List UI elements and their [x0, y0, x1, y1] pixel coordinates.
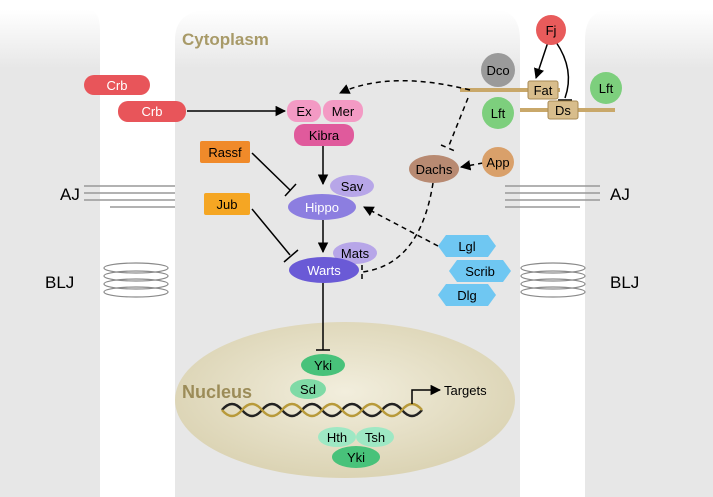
fat-rod [460, 88, 560, 92]
hippo-label: Hippo [305, 200, 339, 215]
fat-to-ex-dashed [339, 80, 471, 94]
hth-node: Hth [318, 427, 356, 447]
rassf-inhibits-hippo [251, 152, 297, 197]
rassf-label: Rassf [208, 145, 242, 160]
blj-label-left: BLJ [45, 273, 74, 292]
dna-helix [221, 402, 423, 418]
lgl-label: Lgl [458, 239, 475, 254]
targets-arrow [411, 384, 442, 404]
lgl-to-hippo-dashed [363, 206, 439, 247]
fat-label: Fat [534, 83, 553, 98]
jub-label: Jub [217, 197, 238, 212]
app-to-dachs-dashed [459, 160, 484, 171]
aj-label-right: AJ [610, 185, 630, 204]
yki-cyto-node: Yki [301, 354, 345, 376]
blj-label-right: BLJ [610, 273, 639, 292]
dco-node: Dco [481, 53, 515, 87]
blj-coils-right [520, 262, 586, 298]
yki-nuc-label: Yki [347, 450, 365, 465]
jub-node: Jub [204, 193, 250, 215]
connectors [187, 41, 572, 351]
targets-label: Targets [444, 383, 487, 398]
crb-top-label: Crb [107, 78, 128, 93]
app-node: App [482, 147, 514, 177]
aj-junction-left [84, 185, 175, 208]
scrib-label: Scrib [465, 264, 495, 279]
blj-coils-left [103, 262, 169, 298]
mer-label: Mer [332, 104, 355, 119]
mats-label: Mats [341, 246, 370, 261]
lgl-node: Lgl [438, 235, 496, 257]
right-cell [585, 10, 713, 497]
nucleus [175, 322, 515, 478]
hippo-node: Hippo [288, 194, 356, 220]
mats-node: Mats [333, 242, 377, 264]
sav-label: Sav [341, 179, 364, 194]
crb-bottom-node: Crb [118, 101, 186, 122]
aj-label-left: AJ [60, 185, 80, 204]
yki-cyto-label: Yki [314, 358, 332, 373]
lft-left-label: Lft [491, 106, 506, 121]
sav-node: Sav [330, 175, 374, 197]
dachs-node: Dachs [409, 155, 459, 183]
lft-left-node: Lft [482, 97, 514, 129]
fj-label: Fj [546, 23, 557, 38]
fat-inhibits-dachs [440, 97, 469, 152]
dachs-inhibits-warts [361, 182, 434, 279]
fat-node: Fat [527, 80, 559, 100]
fj-node: Fj [536, 15, 566, 45]
tsh-node: Tsh [356, 427, 394, 447]
protein-nodes: Crb Crb Ex Mer Kibra Rassf Jub Sav [84, 15, 622, 468]
lft-right-label: Lft [599, 81, 614, 96]
kibra-label: Kibra [309, 128, 340, 143]
crb-bottom-label: Crb [142, 104, 163, 119]
warts-inhibits-yki [316, 283, 330, 351]
sd-label: Sd [300, 382, 316, 397]
fj-inhibits-ds [555, 41, 572, 101]
mer-node: Mer [323, 100, 363, 122]
warts-label: Warts [307, 263, 341, 278]
rassf-node: Rassf [200, 141, 250, 163]
aj-junction-right [505, 185, 600, 208]
jub-inhibits-warts [251, 208, 299, 263]
ex-node: Ex [287, 100, 321, 122]
kibra-node: Kibra [294, 124, 354, 146]
app-label: App [486, 155, 509, 170]
hth-label: Hth [327, 430, 347, 445]
fj-to-fat-arrow [534, 41, 549, 79]
ds-node: Ds [547, 100, 579, 120]
cytoplasm-label: Cytoplasm [182, 30, 269, 49]
dco-label: Dco [486, 63, 509, 78]
dlg-node: Dlg [438, 284, 496, 306]
lft-right-node: Lft [590, 72, 622, 104]
warts-node: Warts [289, 257, 359, 283]
dachs-label: Dachs [416, 162, 453, 177]
left-cell [0, 10, 100, 497]
nucleus-label: Nucleus [182, 382, 252, 402]
crb-top-node: Crb [84, 75, 150, 95]
yki-nuc-node: Yki [332, 446, 380, 468]
ds-label: Ds [555, 103, 571, 118]
sd-node: Sd [290, 379, 326, 399]
ex-label: Ex [296, 104, 312, 119]
dlg-label: Dlg [457, 288, 477, 303]
scrib-node: Scrib [449, 260, 511, 282]
tsh-label: Tsh [365, 430, 385, 445]
